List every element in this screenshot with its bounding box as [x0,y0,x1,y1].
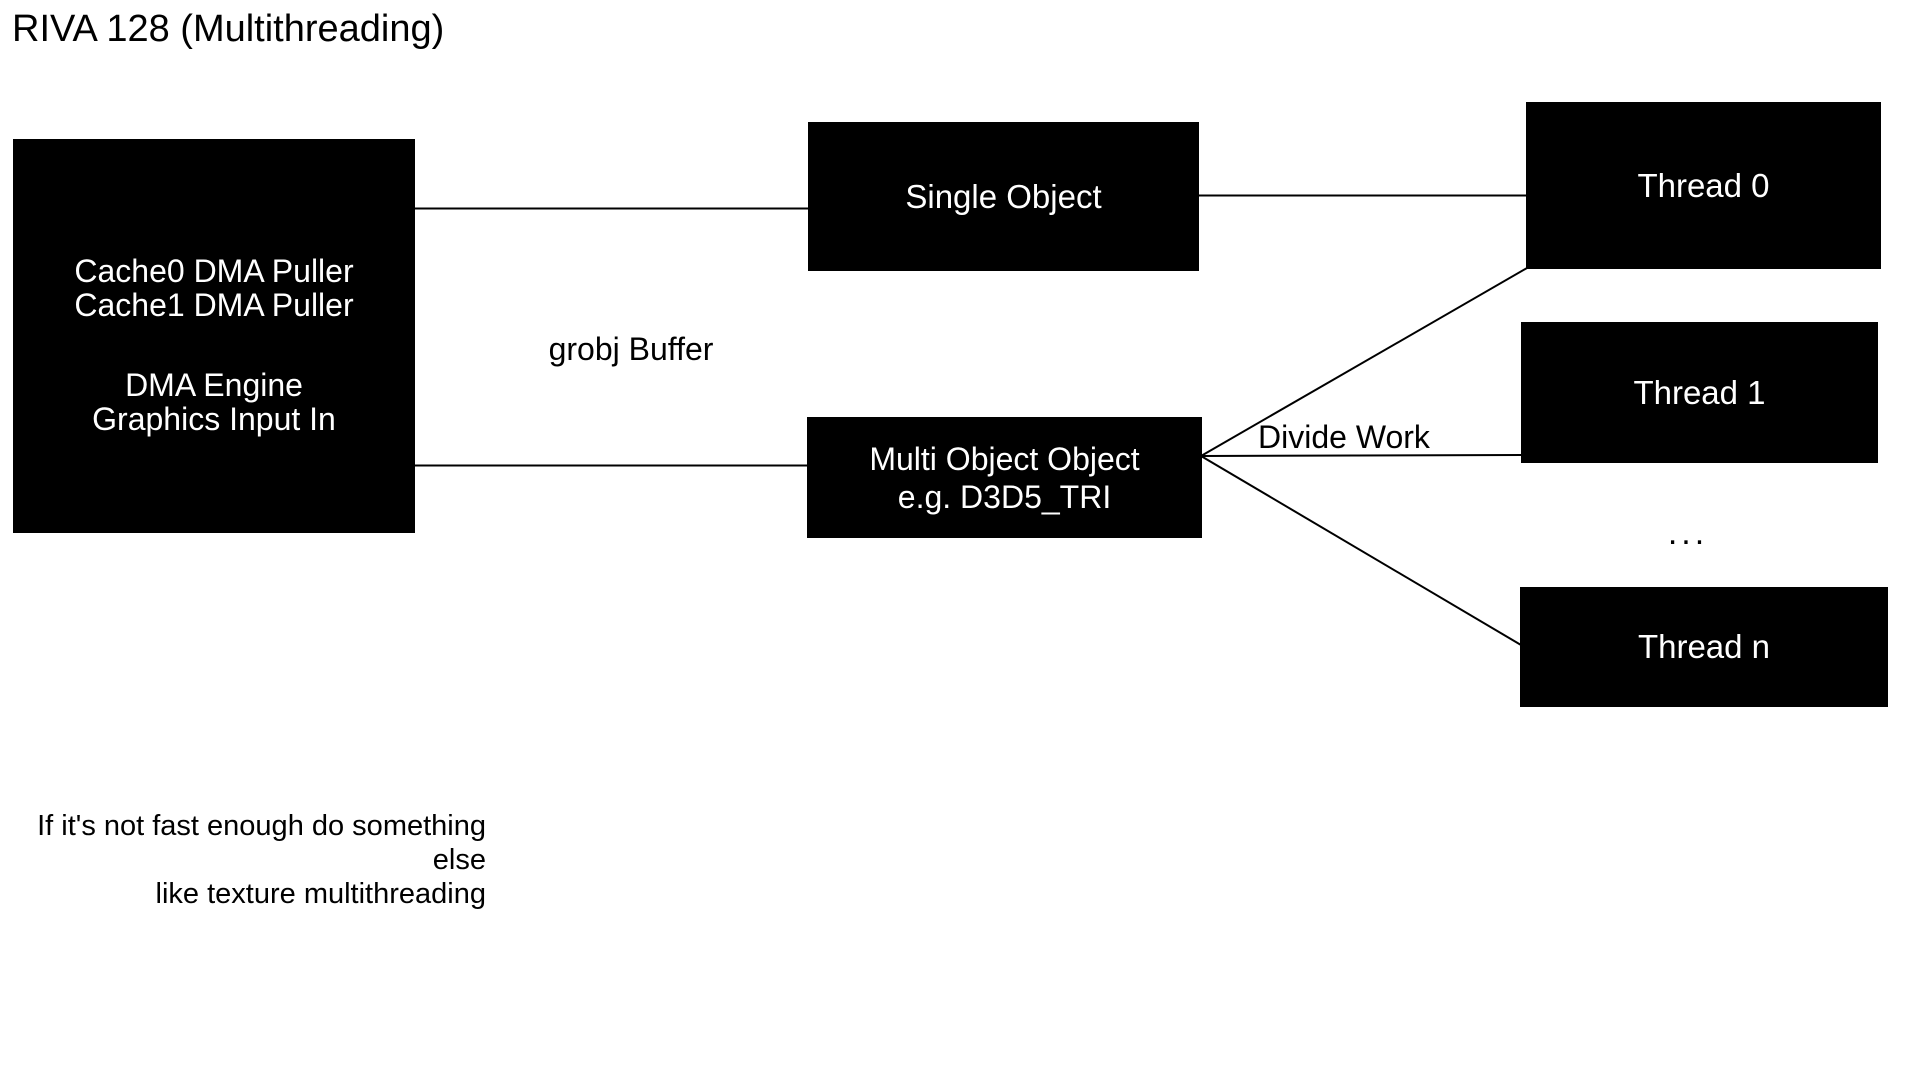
label-grobj-buffer: grobj Buffer [548,331,714,367]
node-dma-line-2: Cache1 DMA Puller [74,287,354,323]
node-thread-0-label: Thread 0 [1637,166,1770,204]
node-thread-0: Thread 0 [1526,102,1881,269]
bottom-note-line-2: like texture multithreading [155,878,486,910]
node-dma-line-4: Graphics Input In [92,401,336,437]
node-thread-1: Thread 1 [1521,322,1878,463]
edge-multi-to-threadn [1200,455,1522,646]
node-dma-line-3: DMA Engine [125,367,303,403]
node-multi-object-line-2: e.g. D3D5_TRI [897,478,1112,515]
node-multi-object-line-1: Multi Object Object [869,440,1140,477]
node-dma-line-1: Cache0 DMA Puller [74,253,354,289]
node-thread-n-label: Thread n [1637,628,1771,665]
node-single-object-label: Single Object [905,177,1102,215]
node-thread-1-label: Thread 1 [1633,373,1766,411]
threads-ellipsis: ... [1667,514,1709,552]
node-single-object: Single Object [808,122,1199,271]
bottom-note: If it's not fast enough do something els… [0,809,486,911]
node-thread-n: Thread n [1520,587,1888,707]
node-dma-engine: Cache0 DMA Puller Cache1 DMA Puller DMA … [13,139,415,533]
bottom-note-line-1: If it's not fast enough do something els… [37,810,486,876]
diagram-title: RIVA 128 (Multithreading) [12,8,445,50]
node-multi-object: Multi Object Object e.g. D3D5_TRI [807,417,1202,538]
label-divide-work: Divide Work [1258,419,1430,455]
